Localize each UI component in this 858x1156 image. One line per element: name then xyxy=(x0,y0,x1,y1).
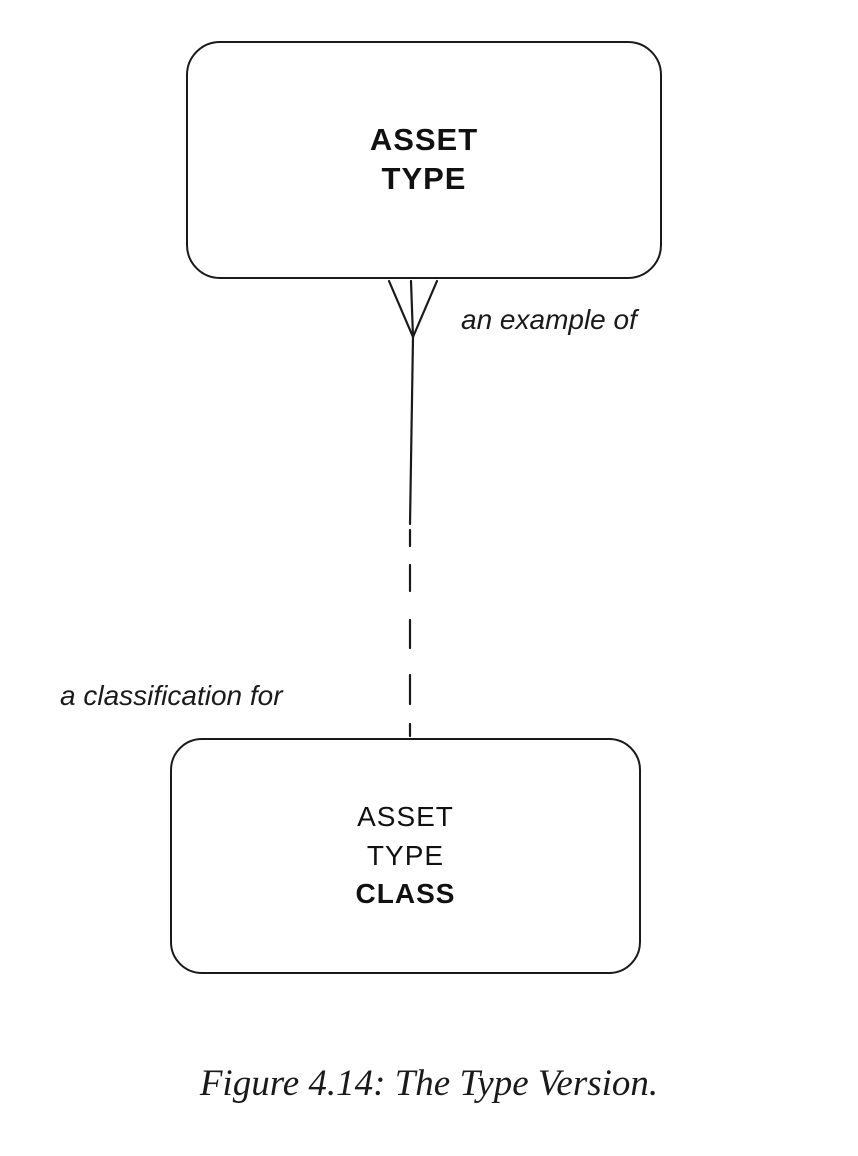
entity-name-line: CLASS xyxy=(355,878,456,910)
entity-name-line: ASSET xyxy=(357,801,454,833)
entity-asset-type: ASSET TYPE xyxy=(186,41,662,279)
crows-foot-left-prong xyxy=(387,279,415,339)
crows-foot-center-prong xyxy=(409,279,415,339)
entity-name-line: TYPE xyxy=(381,161,467,196)
relationship-solid-line xyxy=(408,335,415,526)
crows-foot-right-prong xyxy=(411,279,439,339)
entity-name-line: ASSET xyxy=(369,122,479,158)
entity-name-line: TYPE xyxy=(366,839,445,871)
figure-caption: Figure 4.14: The Type Version. xyxy=(199,1063,659,1104)
relationship-label-an-example-of: an example of xyxy=(461,304,637,335)
relationship-label-a-classification-for: a classification for xyxy=(60,680,283,711)
entity-asset-type-class: ASSET TYPE CLASS xyxy=(170,738,641,974)
